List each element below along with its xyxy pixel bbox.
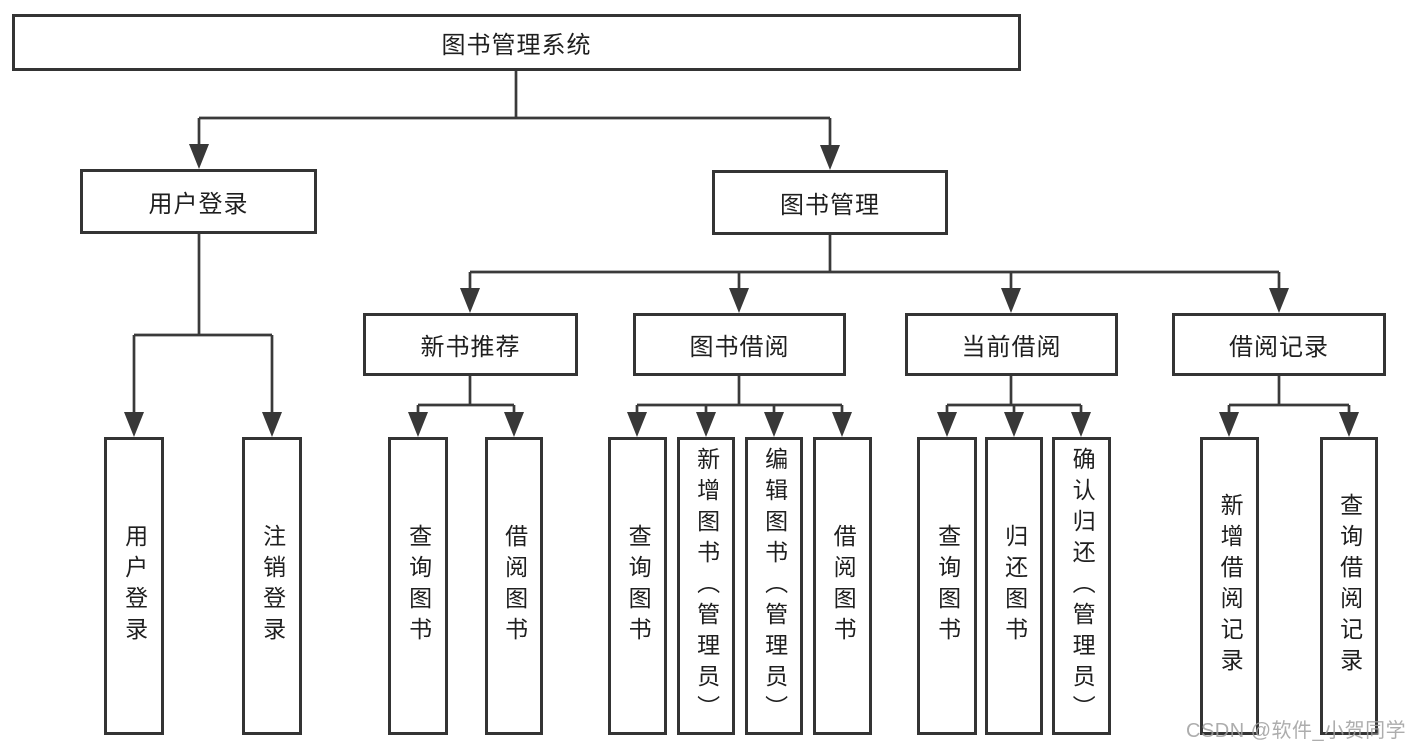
node-library-system: 图书管理系统 xyxy=(12,14,1021,71)
node-new-book-recommend: 新书推荐 xyxy=(363,313,578,376)
node-leaf-borrow-book-recommend: 借阅图书 xyxy=(485,437,543,735)
arrow-down-icon xyxy=(1219,412,1239,437)
node-leaf-logout: 注销登录 xyxy=(242,437,302,735)
tree-connector-path xyxy=(132,71,1351,414)
node-leaf-logout-label: 注销登录 xyxy=(259,524,286,648)
node-leaf-query-books-borrow: 查询图书 xyxy=(608,437,667,735)
arrow-down-icon xyxy=(764,412,784,437)
node-leaf-add-book-admin-label: 新增图书（管理员） xyxy=(693,446,720,726)
node-user-login: 用户登录 xyxy=(80,169,317,234)
node-leaf-confirm-return-admin: 确认归还（管理员） xyxy=(1052,437,1111,735)
node-leaf-query-books-current: 查询图书 xyxy=(917,437,977,735)
node-borrow-records: 借阅记录 xyxy=(1172,313,1386,376)
watermark: CSDN @软件_小贺同学 xyxy=(1186,720,1405,742)
node-book-borrow-label: 图书借阅 xyxy=(689,334,790,361)
node-leaf-add-borrow-record: 新增借阅记录 xyxy=(1200,437,1259,735)
arrow-down-icon xyxy=(408,412,428,437)
node-leaf-return-book: 归还图书 xyxy=(985,437,1043,735)
node-leaf-edit-book-admin: 编辑图书（管理员） xyxy=(745,437,803,735)
node-leaf-borrow-book-label: 借阅图书 xyxy=(830,524,857,648)
node-leaf-add-borrow-record-label: 新增借阅记录 xyxy=(1217,493,1244,679)
node-leaf-borrow-book-recommend-label: 借阅图书 xyxy=(501,524,528,648)
node-leaf-query-borrow-record: 查询借阅记录 xyxy=(1320,437,1378,735)
arrow-down-icon xyxy=(189,144,209,169)
arrow-down-icon xyxy=(832,412,852,437)
node-leaf-query-books-recommend: 查询图书 xyxy=(388,437,448,735)
node-new-book-recommend-label: 新书推荐 xyxy=(420,334,521,361)
arrow-down-icon xyxy=(937,412,957,437)
node-current-borrow-label: 当前借阅 xyxy=(961,334,1062,361)
node-user-login-label: 用户登录 xyxy=(148,191,249,218)
node-current-borrow: 当前借阅 xyxy=(905,313,1118,376)
arrow-down-icon xyxy=(1004,412,1024,437)
node-leaf-borrow-book: 借阅图书 xyxy=(813,437,872,735)
node-book-management-label: 图书管理 xyxy=(780,192,880,219)
arrow-down-icon xyxy=(460,288,480,313)
arrow-down-icon xyxy=(504,412,524,437)
node-book-borrow: 图书借阅 xyxy=(633,313,846,376)
node-leaf-user-login-label: 用户登录 xyxy=(121,524,148,648)
node-leaf-edit-book-admin-label: 编辑图书（管理员） xyxy=(761,446,788,726)
arrow-down-icon xyxy=(1269,288,1289,313)
arrow-down-icon xyxy=(820,145,840,170)
node-leaf-confirm-return-admin-label: 确认归还（管理员） xyxy=(1069,446,1096,726)
arrow-down-icon xyxy=(1001,288,1021,313)
node-borrow-records-label: 借阅记录 xyxy=(1229,334,1329,361)
node-leaf-query-books-recommend-label: 查询图书 xyxy=(405,524,432,648)
node-leaf-return-book-label: 归还图书 xyxy=(1001,524,1028,648)
node-leaf-user-login: 用户登录 xyxy=(104,437,164,735)
arrow-down-icon xyxy=(627,412,647,437)
arrow-down-icon xyxy=(124,412,144,437)
arrow-down-icon xyxy=(1071,412,1091,437)
arrow-down-icon xyxy=(729,288,749,313)
node-leaf-query-books-borrow-label: 查询图书 xyxy=(625,524,652,648)
arrow-down-icon xyxy=(262,412,282,437)
node-leaf-add-book-admin: 新增图书（管理员） xyxy=(677,437,735,735)
node-book-management: 图书管理 xyxy=(712,170,948,235)
node-leaf-query-books-current-label: 查询图书 xyxy=(934,524,961,648)
arrow-down-icon xyxy=(1339,412,1359,437)
node-leaf-query-borrow-record-label: 查询借阅记录 xyxy=(1336,493,1363,679)
arrow-down-icon xyxy=(696,412,716,437)
node-library-system-label: 图书管理系统 xyxy=(441,32,592,59)
